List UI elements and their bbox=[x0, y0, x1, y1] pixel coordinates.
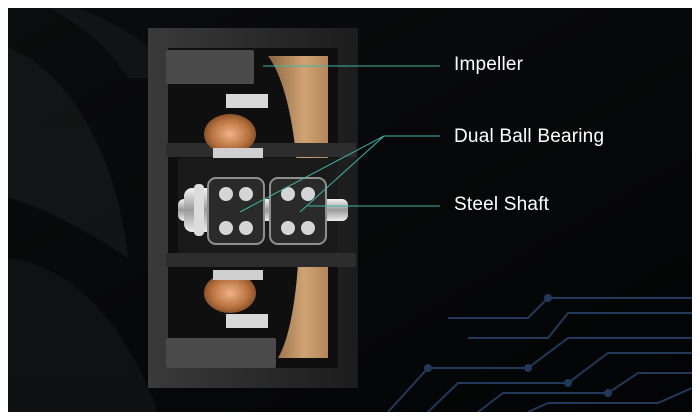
circuit-traces bbox=[387, 294, 692, 412]
leader-lines bbox=[239, 65, 440, 213]
impeller-label: Impeller bbox=[454, 54, 524, 75]
steel-shaft-label: Steel Shaft bbox=[454, 194, 550, 215]
fan-blades bbox=[8, 8, 168, 412]
dual-ball-bearing-label: Dual Ball Bearing bbox=[454, 126, 605, 147]
copper-coils bbox=[204, 94, 268, 328]
fan-cross-section-image: Impeller Dual Ball Bearing Steel Shaft bbox=[8, 8, 692, 412]
ball-bearings bbox=[207, 177, 327, 245]
